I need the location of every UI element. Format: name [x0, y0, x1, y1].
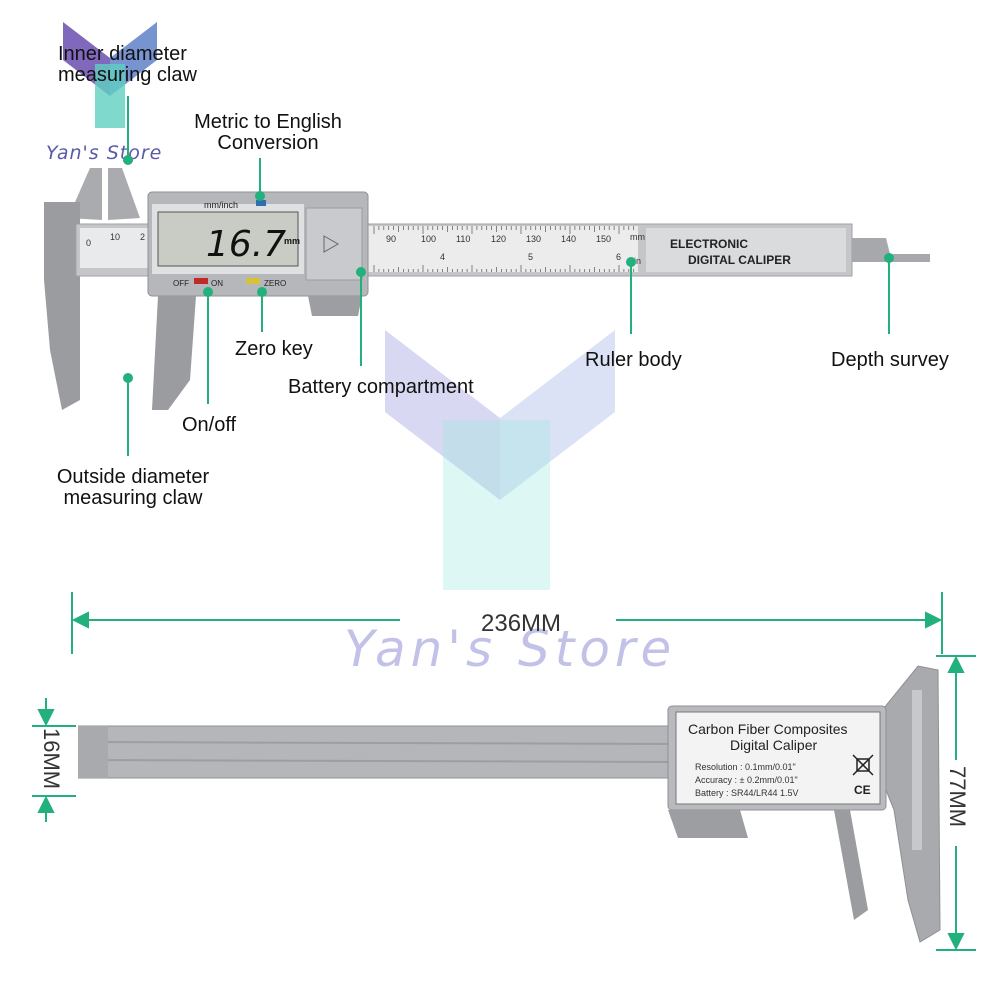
label-on-off: On/off: [182, 414, 237, 436]
label-ruler-body: Ruler body: [585, 349, 682, 371]
spec-accuracy: Accuracy : ± 0.2mm/0.01": [695, 775, 798, 785]
label-zero-key: Zero key: [235, 338, 313, 360]
mm-unit: mm: [630, 232, 645, 242]
left-scale-tick: 0: [86, 238, 91, 248]
body-title-line2: DIGITAL CALIPER: [688, 253, 791, 267]
svg-text:ZERO: ZERO: [264, 279, 286, 288]
svg-text:ON: ON: [211, 279, 223, 288]
mm-tick-label: 100: [421, 234, 436, 244]
label-battery-compartment: Battery compartment: [288, 376, 474, 398]
dimension-length: 236MM: [481, 610, 562, 637]
zero-button: [246, 278, 260, 284]
spec-title-line1: Carbon Fiber Composites: [688, 721, 848, 737]
mm-tick-label: 120: [491, 234, 506, 244]
store-logo-icon: [63, 22, 157, 128]
dimension-width: 16MM: [39, 728, 64, 790]
mm-tick-label: 110: [456, 234, 470, 244]
back-fixed-jaw: [881, 665, 941, 943]
lcd-value: 16.7: [206, 224, 286, 265]
label-depth-survey: Depth survey: [831, 349, 949, 371]
lcd-unit: mm: [284, 236, 300, 246]
brand-watermark: Yan's Store: [344, 620, 677, 678]
outside-jaw-sliding: [152, 296, 196, 410]
dimension-height: 77MM: [945, 766, 970, 828]
caliper-front-view: 0 10 2 90 100 110 120 130 140 150 4 5 6 mm in ELE…: [44, 168, 930, 410]
unit-button-label: mm/inch: [204, 200, 238, 210]
caliper-back-view: Carbon Fiber Composites Digital Caliper …: [78, 665, 941, 943]
mm-tick-label: 130: [526, 234, 541, 244]
unit-button: [256, 200, 266, 206]
watermark-logo-icon: [385, 330, 615, 590]
label-inner-claw: Inner diameter measuring claw: [58, 43, 197, 86]
svg-text:OFF: OFF: [173, 279, 189, 288]
beam-back: [78, 725, 679, 779]
off-on-button: [194, 278, 208, 284]
thumb-wheel: [308, 296, 362, 316]
spec-label-panel: [675, 711, 881, 805]
label-outside-claw: Outside diameter measuring claw: [56, 466, 210, 509]
scale-ticks: 90 100 110 120 130 140 150 4 5 6: [373, 226, 635, 272]
outside-jaw-fixed: [44, 202, 80, 410]
inch-tick-label: 5: [528, 252, 533, 262]
inch-tick-label: 4: [440, 252, 445, 262]
mm-tick-label: 150: [596, 234, 611, 244]
ce-mark: CE: [854, 783, 871, 797]
weee-bin-icon: [852, 754, 874, 776]
spec-resolution: Resolution : 0.1mm/0.01": [695, 762, 796, 772]
callout-lines: [123, 96, 894, 456]
battery-cover: [305, 207, 363, 281]
left-scale-tick: 2: [140, 232, 145, 242]
spec-battery: Battery : SR44/LR44 1.5V: [695, 788, 799, 798]
lcd-screen: [157, 211, 299, 267]
label-metric-conversion: Metric to English Conversion: [194, 111, 342, 154]
body-title-line1: ELECTRONIC: [670, 237, 748, 251]
spec-title-line2: Digital Caliper: [730, 737, 817, 753]
in-unit: in: [634, 256, 641, 266]
mm-tick-label: 90: [386, 234, 396, 244]
inch-tick-label: 6: [616, 252, 621, 262]
left-scale-tick: 10: [110, 232, 120, 242]
inner-jaw-sliding: [108, 168, 140, 220]
depth-rod: [852, 238, 930, 262]
mm-tick-label: 140: [561, 234, 576, 244]
